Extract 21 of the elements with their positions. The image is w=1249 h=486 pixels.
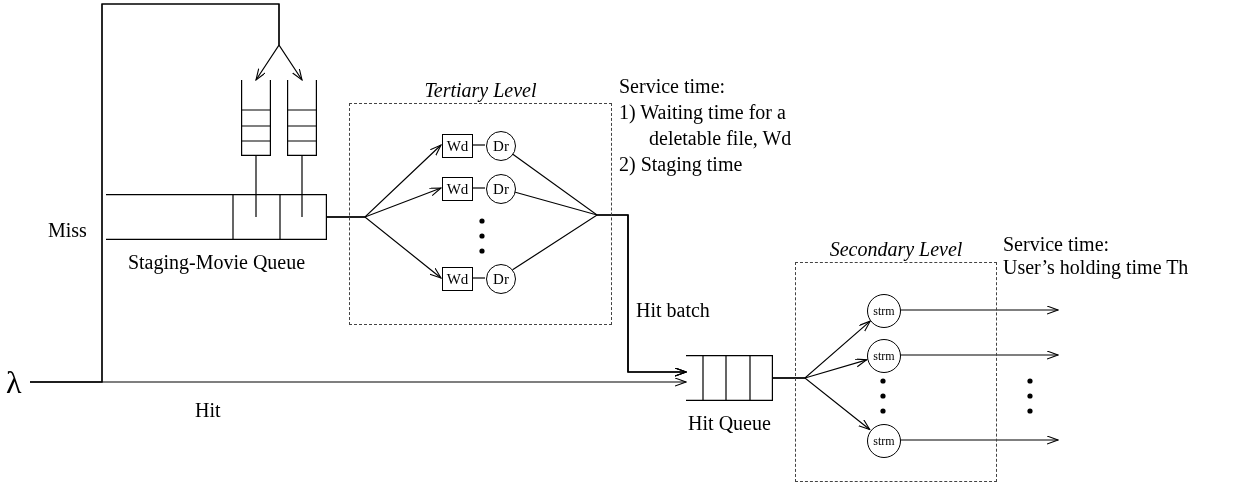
- arrow: [326, 216, 442, 279]
- stack-queue-symbol: [287, 80, 317, 156]
- queue-label: Staging-Movie Queue: [126, 250, 307, 274]
- service-time-note: 1) Waiting time for a deletable file, Wd: [619, 100, 793, 151]
- wait-box: Wd: [442, 134, 473, 158]
- arrow: [29, 377, 687, 387]
- stack-queue-symbol: [241, 80, 271, 156]
- arrow: [899, 435, 1059, 445]
- arrow: [899, 350, 1059, 360]
- wait-box: Wd: [442, 177, 473, 201]
- wait-box: Wd: [442, 267, 473, 291]
- service-time-note: 2) Staging time: [619, 152, 743, 177]
- group-title: Secondary Level: [828, 238, 964, 260]
- arrival-rate-symbol: λ: [6, 366, 30, 398]
- service-time-note: User’s holding time Th: [1003, 255, 1189, 280]
- group-title: Tertiary Level: [423, 79, 538, 101]
- arrow: [899, 305, 1059, 315]
- queue-label: Hit Queue: [687, 411, 772, 435]
- arrow: [772, 377, 871, 431]
- service-time-note: Service time:: [1003, 232, 1110, 257]
- service-time-note: Service time:: [619, 74, 726, 99]
